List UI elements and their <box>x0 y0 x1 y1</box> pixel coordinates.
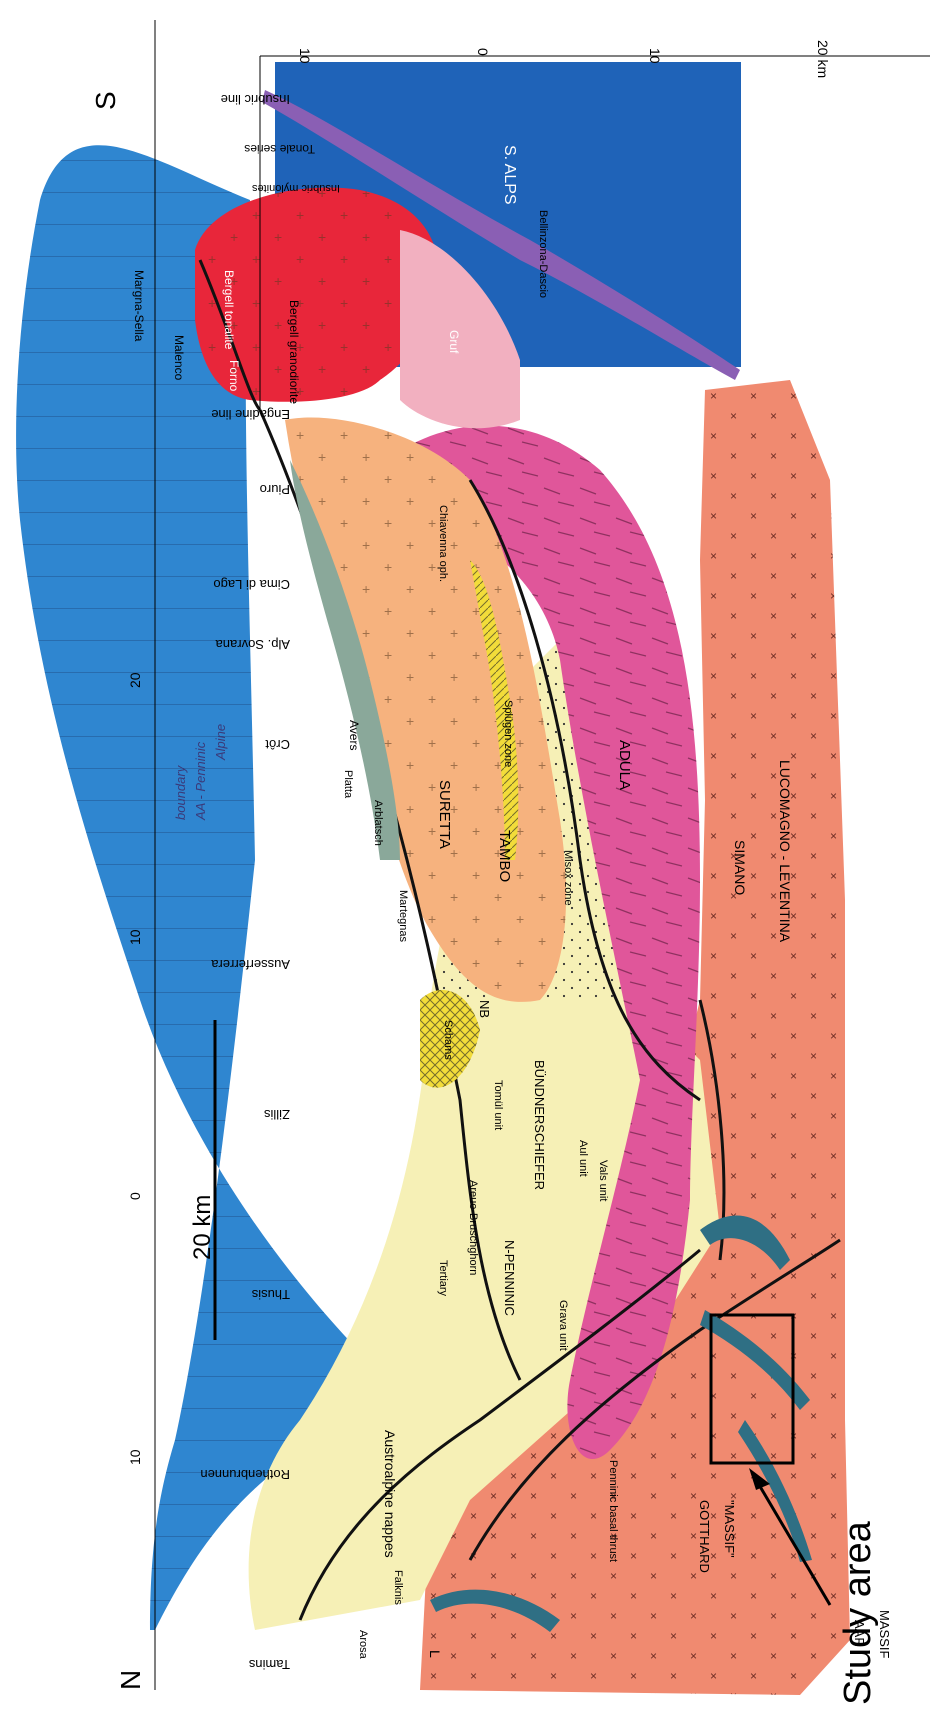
unit-martegnas: Martegnas <box>397 890 409 942</box>
loc-zillis: Zillis <box>264 1107 290 1122</box>
unit-vals: Vals unit <box>597 1160 609 1201</box>
depth-left-10: 10 <box>127 1449 143 1465</box>
loc-tamins: Tamins <box>248 1657 290 1672</box>
depth-left-0: 0 <box>127 1192 143 1200</box>
loc-insubric-mylonites: Insubric mylonites <box>251 182 340 194</box>
unit-bundnerschiefer: BÜNDNERSCHIEFER <box>532 1060 547 1190</box>
unit-falknis: Falknis <box>392 1570 404 1605</box>
unit-grava: Grava unit <box>557 1300 569 1351</box>
label-scale: 20 km <box>189 1195 216 1260</box>
loc-alp-sovrana: Alp. Sovrana <box>215 637 290 652</box>
unit-aul: Aul unit <box>577 1140 589 1177</box>
unit-areue: Areue-Bruschghorn <box>467 1180 479 1275</box>
unit-penninic-thrust: Penninic basal thrust <box>607 1460 619 1562</box>
unit-massif-q: "MASSIF" <box>722 1500 737 1558</box>
unit-arosa: Arosa <box>357 1630 369 1660</box>
unit-avers: Avers <box>347 720 361 750</box>
depth-top-0: 0 <box>475 48 491 56</box>
unit-platta: Platta <box>342 770 354 799</box>
loc-tonale: Tonale series <box>244 142 315 156</box>
loc-thusis: Thusis <box>251 1287 290 1302</box>
label-study-area: Study area <box>837 1520 879 1705</box>
unit-suretta: SURETTA <box>436 780 453 849</box>
unit-bergell-granodiorite: Bergell granodiorite <box>287 300 301 404</box>
depth-top-10: 10 <box>297 48 313 64</box>
unit-tertiary: Tertiary <box>437 1260 449 1297</box>
label-south: S <box>90 91 121 110</box>
loc-crot: Crôt <box>265 737 290 752</box>
loc-cima-di-lago: Cima di Lago <box>213 577 290 592</box>
depth-left-20: 20 <box>127 672 143 688</box>
unit-margna-sella: Margna-Sella <box>132 270 146 342</box>
handwritten-1: boundary <box>173 764 188 820</box>
loc-insubric: Insubric line <box>221 92 290 107</box>
unit-tambo: TAMBO <box>496 830 513 882</box>
label-north: N <box>115 1670 146 1690</box>
depth-left-10b: 10 <box>127 929 143 945</box>
unit-aar: AAR <box>852 1620 867 1647</box>
loc-rothenbrunnen: Rothenbrunnen <box>200 1467 290 1482</box>
unit-gotthard: GOTTHARD <box>697 1500 712 1573</box>
unit-s-alps: S. ALPS <box>501 145 518 205</box>
unit-malenco: Malenco <box>172 335 186 381</box>
depth-top-10b: 10 <box>647 48 663 64</box>
unit-gruf: Gruf <box>447 330 461 354</box>
unit-lucomagno: LUCOMAGNO - LEVENTINA <box>777 760 793 943</box>
unit-n-penninic: N-PENNINIC <box>502 1240 517 1316</box>
unit-massif: MASSIF <box>877 1610 892 1658</box>
unit-adula: ADULA <box>616 740 633 790</box>
unit-austroalpine: Austroalpine nappes <box>382 1430 398 1558</box>
handwritten-3: Alpine <box>213 724 228 761</box>
loc-piuro: Piuro <box>260 482 290 497</box>
unit-tomul: Tomül unit <box>492 1080 504 1130</box>
unit-bergell-tonalite: Bergell tonalite <box>222 270 236 350</box>
loc-ausserferrera: Ausserferrera <box>210 957 290 972</box>
depth-top-20: 20 km <box>815 40 831 78</box>
unit-schams: Schams <box>442 1020 454 1060</box>
unit-chiavenna: Chiavenna oph. <box>437 505 449 582</box>
handwritten-2: AA - Penninic <box>193 741 208 821</box>
unit-forno: Forno <box>227 360 241 392</box>
unit-splugen: Splügen zone <box>502 700 514 767</box>
unit-misox: Misox zone <box>562 850 574 906</box>
unit-arblatsch: Arblatsch <box>372 800 384 846</box>
unit-nb: NB <box>477 1000 492 1018</box>
unit-bellinzona: Bellinzona-Dascio <box>537 210 549 298</box>
unit-simano: SIMANO <box>732 840 748 895</box>
loc-engadine: Engadine line <box>211 407 290 422</box>
unit-l-mark: L <box>427 1650 443 1658</box>
